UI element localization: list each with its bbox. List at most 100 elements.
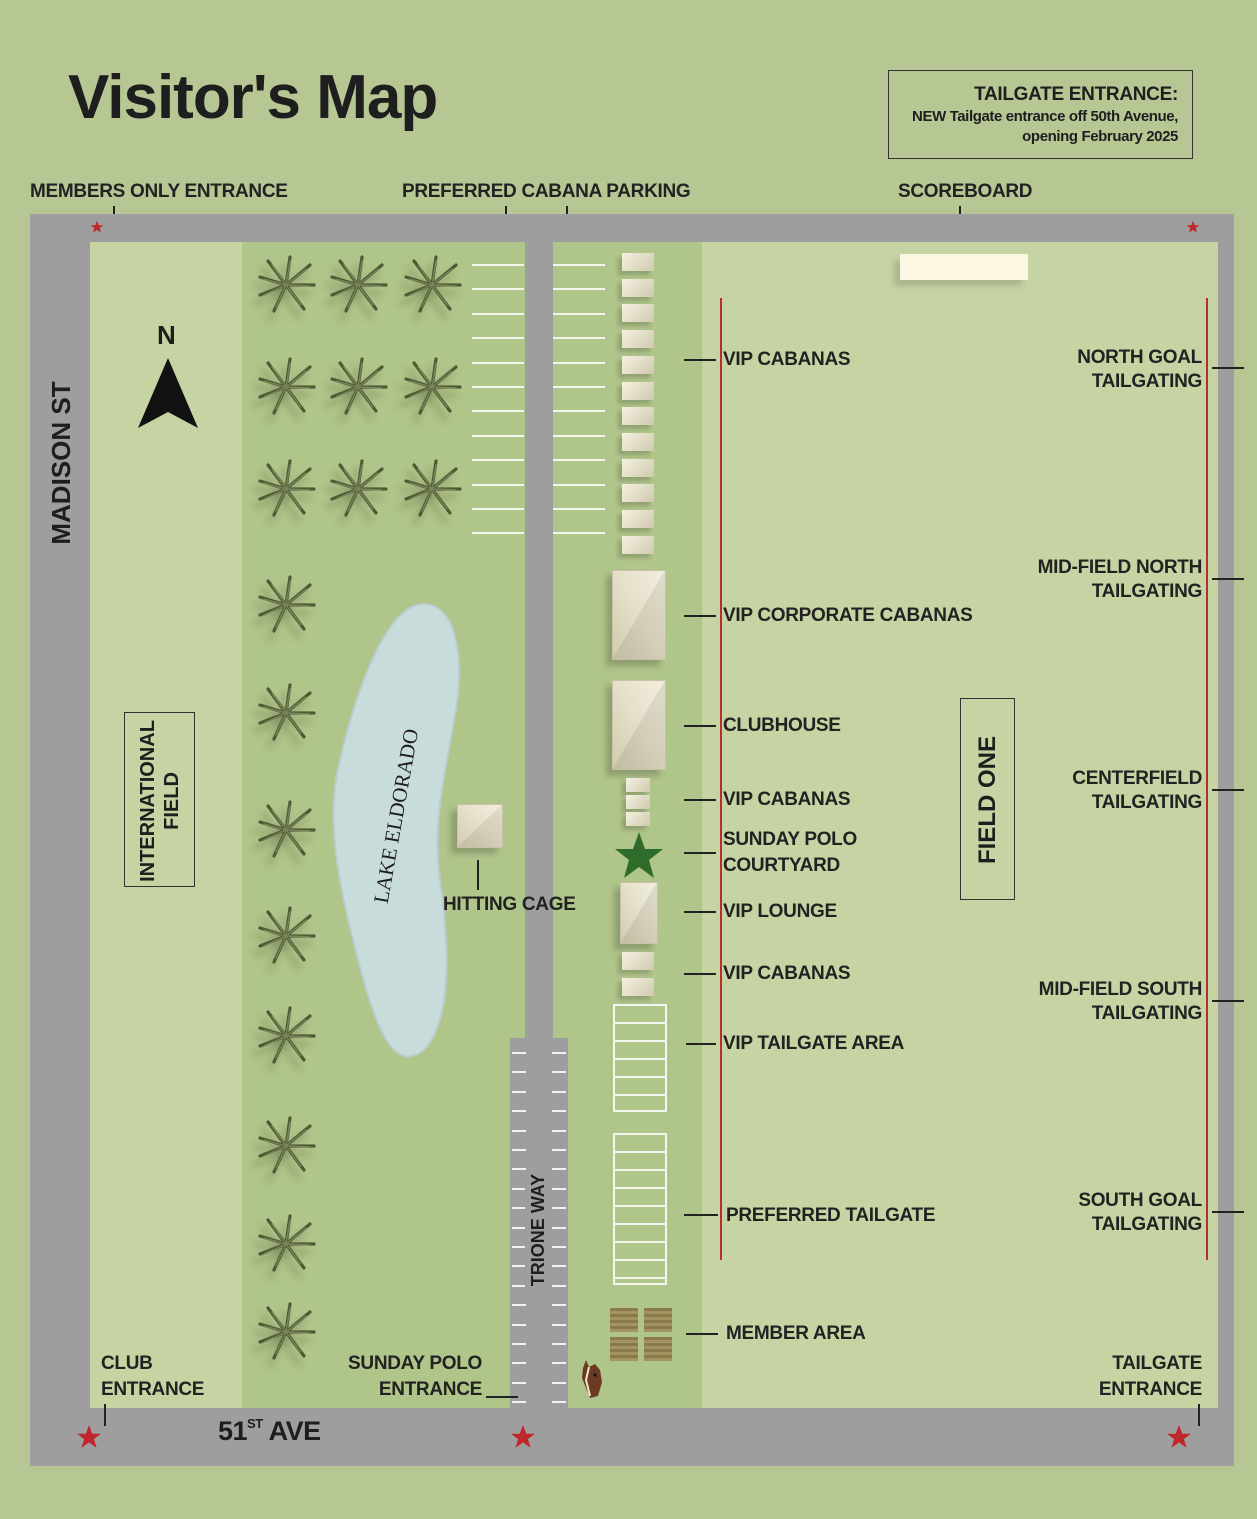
palm-tree-icon [328,255,388,315]
parking-dash [512,1071,526,1074]
parking-dash [552,1343,566,1345]
parking-dash [512,1052,526,1054]
avenue-label: 51ST AVE [218,1414,321,1448]
parking-dash [512,1246,526,1248]
palm-tree-icon [256,800,316,860]
vip-cabanas-label-2: VIP CABANAS [723,789,851,810]
member-area-block [610,1337,638,1361]
centerfield-line-1: CENTERFIELD [1072,768,1202,789]
vip-cabana [622,381,654,400]
mid-field-north-tailgating-label: MID-FIELD NORTH TAILGATING [1010,556,1203,604]
international-field-line-2: FIELD [161,772,183,830]
parking-stripe [472,264,524,266]
parking-dash [512,1149,526,1151]
mid-south-tick [1212,1000,1244,1002]
parking-dash [552,1304,566,1307]
north-goal-tailgating-label: NORTH GOAL TAILGATING [1030,346,1202,394]
parking-dash [552,1187,566,1190]
sunday-polo-entrance-tick [486,1396,518,1398]
parking-stripe [553,288,605,291]
mid-field-south-tailgating-label: MID-FIELD SOUTH TAILGATING [1010,978,1203,1026]
entrance-star-icon [510,1424,536,1450]
international-field-area [90,242,242,1408]
palm-tree-icon [256,906,316,966]
tailgate-entrance-label: TAILGATE ENTRANCE [1060,1352,1202,1402]
vip-cabana [622,458,654,477]
scoreboard [900,254,1028,280]
parking-stripe [472,410,524,413]
parking-stripe [553,386,605,388]
member-area-block [644,1337,672,1361]
member-area-tick [686,1333,718,1335]
avenue-number: 51 [218,1416,248,1446]
member-area-label: MEMBER AREA [726,1323,866,1344]
mid-south-line-1: MID-FIELD SOUTH [1038,979,1203,1000]
palm-tree-icon [256,255,316,315]
compass-label: N [157,320,176,350]
field-one-line-west [720,298,722,1260]
vip-cabana [622,952,654,970]
palm-tree-icon [256,575,316,635]
avenue-road [30,1408,1234,1466]
vip-tailgate-area-label: VIP TAILGATE AREA [723,1033,905,1054]
mid-north-tick [1212,578,1244,580]
palm-tree-icon [328,357,388,417]
preferred-cabana-parking-label: PREFERRED CABANA PARKING [402,181,691,202]
avenue-suffix: AVE [262,1416,322,1446]
parking-dash [552,1110,566,1113]
north-goal-tick [1212,367,1244,369]
preferred-tailgate-tick [684,1214,718,1216]
scoreboard-label: SCOREBOARD [898,181,1033,202]
parking-dash [552,1071,566,1074]
vip-cabanas-tick-1 [684,359,716,361]
parking-stripe [553,337,605,340]
parking-dash [512,1323,526,1326]
tailgate-entrance-line-1: TAILGATE [1112,1353,1202,1374]
parking-stripe [472,361,524,364]
hitting-cage-building [457,804,503,848]
vip-cabana [622,253,654,271]
top-road [30,214,1234,242]
palm-tree-icon [402,459,462,519]
parking-dash [552,1284,566,1287]
palm-tree-icon [256,1006,316,1066]
north-goal-line-1: NORTH GOAL [1077,347,1202,368]
south-goal-line-1: SOUTH GOAL [1078,1190,1202,1211]
parking-dash [552,1246,566,1248]
parking-dash [552,1168,566,1171]
parking-dash [512,1168,526,1171]
parking-stripe [472,483,524,486]
parking-dash [512,1207,526,1210]
vip-cabanas-label-1: VIP CABANAS [723,349,851,370]
parking-stripe [553,410,605,413]
palm-tree-icon [256,1214,316,1274]
clubhouse-tick [684,725,716,727]
parking-dash [512,1110,526,1113]
notice-line-1: NEW Tailgate entrance off 50th Avenue, [912,108,1178,125]
vip-tailgate-tick [686,1043,716,1045]
field-one-box [960,698,1015,900]
madison-st-label: MADISON ST [46,381,76,545]
parking-dash [512,1090,526,1093]
parking-stripe [553,361,605,364]
south-goal-line-2: TAILGATING [1091,1214,1203,1235]
vip-cabanas-tick-2 [684,799,716,801]
parking-dash [552,1362,566,1365]
parking-stripe [553,434,605,437]
palm-tree-icon [256,1302,316,1362]
parking-stripe [553,483,605,486]
parking-dash [552,1265,566,1268]
vip-cabanas-tick-3 [684,973,716,975]
field-one-line-east [1206,298,1208,1260]
palm-tree-icon [328,459,388,519]
parking-stripe [472,434,524,437]
vip-corporate-cabanas-label: VIP CORPORATE CABANAS [723,605,973,626]
parking-dash [552,1090,566,1093]
parking-stripe [472,288,524,291]
palm-tree-icon [256,683,316,743]
parking-dash [512,1265,526,1268]
vip-cabana [622,304,654,323]
courtyard-label-line-1: SUNDAY POLO [723,829,857,850]
vip-corporate-cabanas-building [612,570,666,660]
